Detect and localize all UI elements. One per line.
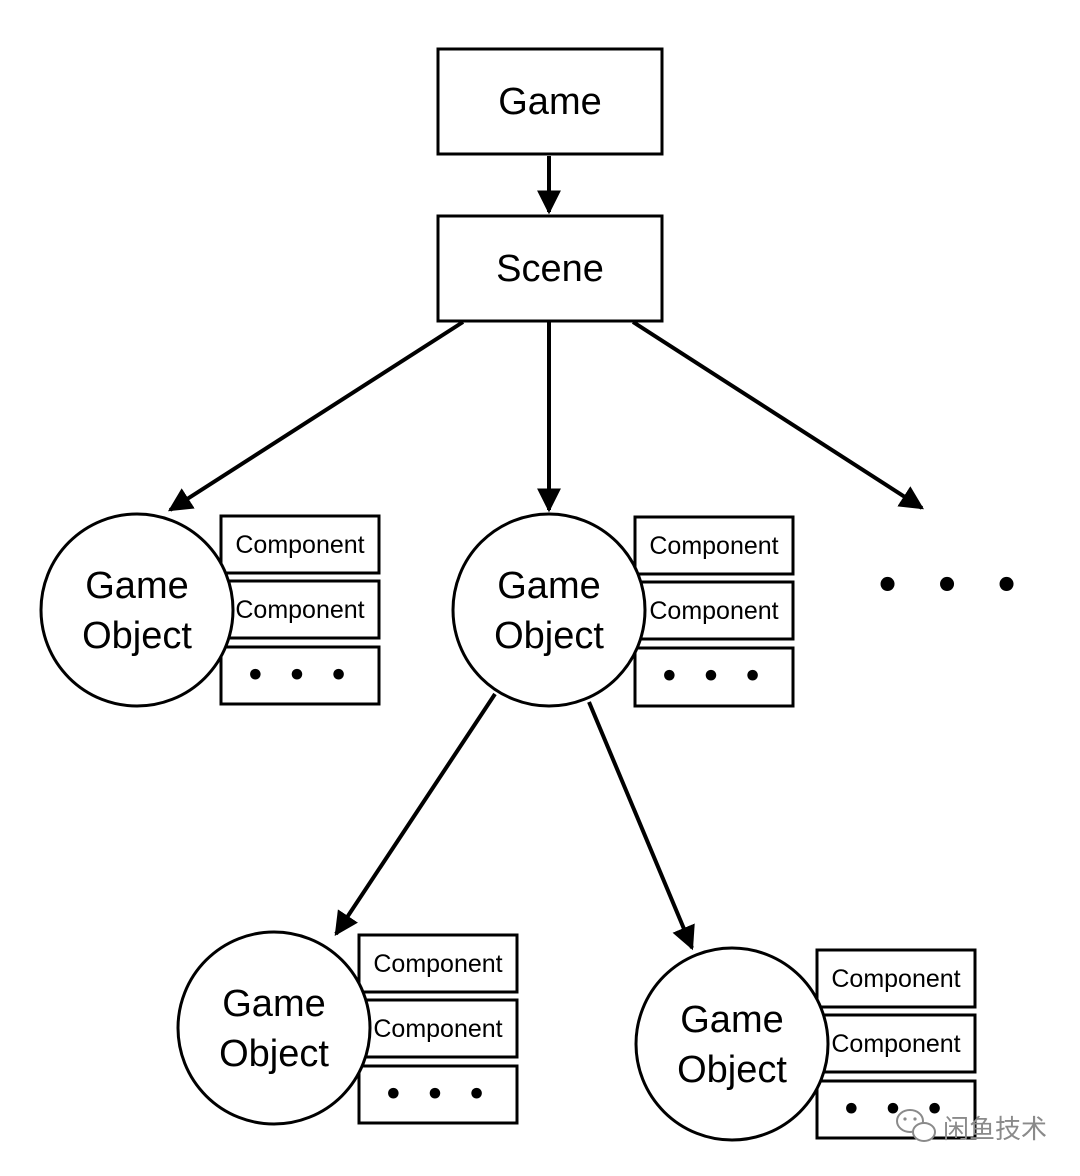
game-object-label-line2: Object xyxy=(494,615,604,657)
scene-node: Scene xyxy=(436,214,664,323)
game-label: Game xyxy=(498,81,601,123)
game-object-2: Component Component • • • Game Object xyxy=(451,512,795,708)
game-object-label-line1: Game xyxy=(680,999,783,1041)
edge-scene-gameobject-1 xyxy=(167,320,465,512)
game-node: Game xyxy=(436,47,664,156)
edge-gameobject-2-child-2 xyxy=(587,701,695,951)
component-more-label: • • • xyxy=(384,1078,492,1113)
component-more-label: • • • xyxy=(660,660,768,695)
component-stack-2: Component Component • • • xyxy=(633,515,795,708)
game-object-label-line1: Game xyxy=(222,983,325,1025)
component-label: Component xyxy=(235,596,364,624)
game-object-4: Component Component • • • Game Object xyxy=(634,946,977,1142)
component-stack-4: Component Component • • • xyxy=(815,948,977,1140)
component-label: Component xyxy=(373,950,502,978)
scene-label: Scene xyxy=(496,248,604,290)
edge-gameobject-2-child-1 xyxy=(334,692,497,937)
watermark-text: 闲鱼技术 xyxy=(943,1115,1047,1145)
game-object-label-line1: Game xyxy=(497,565,600,607)
game-object-1: Component Component • • • Game Object xyxy=(39,512,381,708)
watermark: 闲鱼技术 xyxy=(896,1109,1047,1145)
component-label: Component xyxy=(649,597,778,625)
game-object-label-line1: Game xyxy=(85,565,188,607)
wechat-icon xyxy=(896,1109,936,1142)
game-object-label-line2: Object xyxy=(677,1049,787,1091)
edge-scene-more xyxy=(631,320,925,510)
component-more-label: • • • xyxy=(842,1093,950,1128)
component-label: Component xyxy=(235,531,364,559)
game-object-3: Component Component • • • Game Object xyxy=(176,930,519,1126)
game-object-label-line2: Object xyxy=(82,615,192,657)
component-label: Component xyxy=(831,965,960,993)
component-label: Component xyxy=(831,1030,960,1058)
component-more-label: • • • xyxy=(246,659,354,694)
more-siblings-label: • • • xyxy=(875,563,1030,609)
component-stack-1: Component Component • • • xyxy=(219,514,381,706)
component-stack-3: Component Component • • • xyxy=(357,933,519,1125)
component-label: Component xyxy=(373,1015,502,1043)
edges xyxy=(167,156,925,951)
component-label: Component xyxy=(649,532,778,560)
game-object-label-line2: Object xyxy=(219,1033,329,1075)
